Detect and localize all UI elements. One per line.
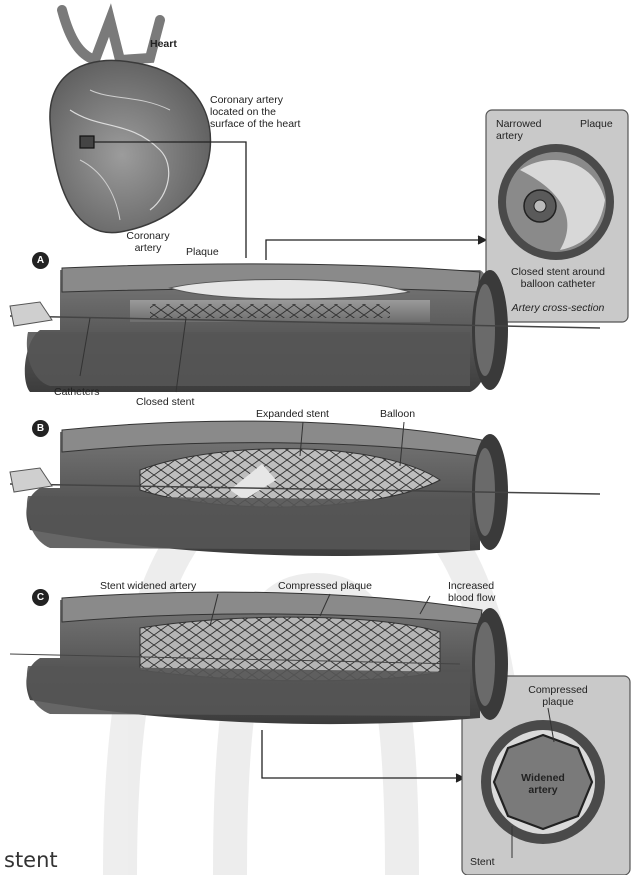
label-catheters: Catheters [54, 386, 100, 398]
label-increased-flow: Increased blood flow [448, 580, 495, 604]
label-coronary-located: Coronary artery located on the surface o… [210, 94, 300, 130]
panel-a-badge: A [32, 252, 49, 269]
caption: stent [4, 848, 58, 872]
label-closed-stent: Closed stent [136, 396, 194, 408]
label-plaque: Plaque [186, 246, 219, 258]
label-balloon: Balloon [380, 408, 415, 420]
label-stent-widened: Stent widened artery [100, 580, 196, 592]
panel-b-badge: B [32, 420, 49, 437]
label-compressed-plaque: Compressed plaque [278, 580, 372, 592]
artery-panel-b [10, 421, 600, 556]
label-artery-cross-section: Artery cross-section [493, 302, 623, 314]
label-closed-stent-around: Closed stent around balloon catheter [493, 266, 623, 290]
label-widened-artery: Widened artery [505, 772, 581, 796]
artery-panel-c [10, 592, 508, 724]
label-narrowed-artery: Narrowed artery [496, 118, 542, 142]
label-heart: Heart [150, 38, 177, 50]
label-plaque-inset: Plaque [580, 118, 613, 130]
label-compressed-plaque-inset: Compressed plaque [510, 684, 606, 708]
label-coronary-artery: Coronary artery [100, 230, 196, 254]
label-stent-inset: Stent [470, 856, 495, 868]
label-expanded-stent: Expanded stent [256, 408, 329, 420]
panel-c-badge: C [32, 589, 49, 606]
heart-illustration [50, 10, 211, 233]
